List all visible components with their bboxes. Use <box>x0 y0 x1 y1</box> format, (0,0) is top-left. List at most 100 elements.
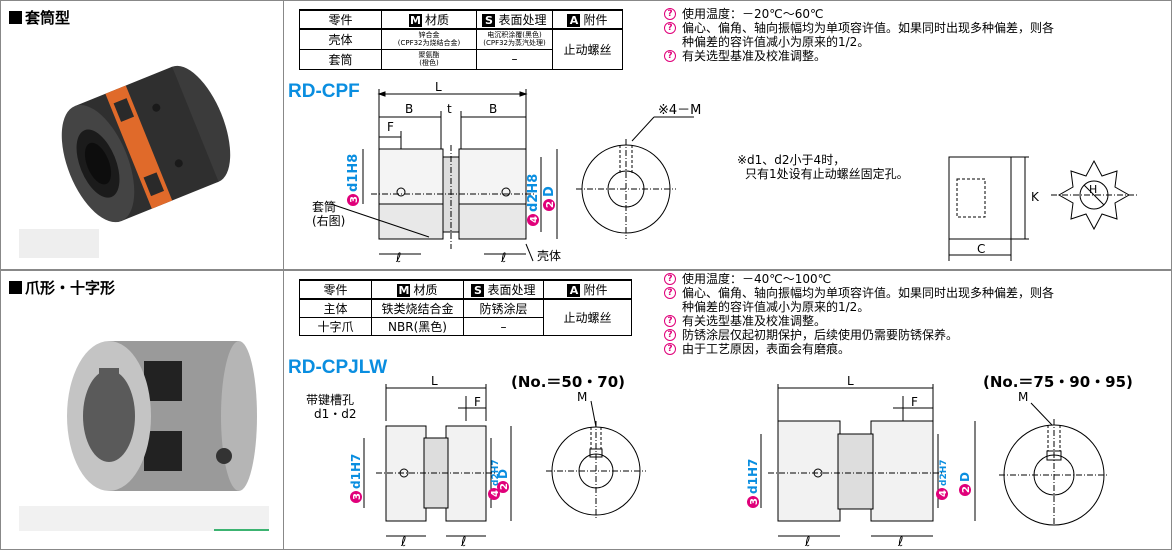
jaw-type-left-column: 爪形・十字形 <box>1 271 284 549</box>
size-range-2: (No.＝75・90・95) <box>983 373 1133 391</box>
dim-label-D: D <box>496 469 510 479</box>
note-item: ?使用温度：－40℃～100℃ <box>664 272 1169 286</box>
sleeve-side-view-diagram: L B t B F ℓ ℓ 3 d1H8 4 d2H8 2 D <box>330 80 558 266</box>
dim-label-L: L <box>435 80 442 94</box>
tip-icon: ? <box>664 343 676 355</box>
header-part: 零件 <box>299 279 372 300</box>
dim-label-M: M <box>577 390 587 404</box>
dim-label-F: F <box>474 395 481 409</box>
sleeve-type-left-column: 套筒型 <box>1 1 284 269</box>
dim-label-B: B <box>405 102 413 116</box>
note-item: ?防锈涂层仅起初期保护，后续使用仍需要防锈保养。 <box>664 328 1169 342</box>
cell-accessory: 止动螺丝 <box>552 28 623 70</box>
dim-label-L: L <box>847 374 854 388</box>
note-item: ?由于工艺原因，表面会有磨痕。 <box>664 342 1169 356</box>
dim-label-d1: d1H7 <box>746 459 760 494</box>
num-badge: 4 <box>490 490 501 497</box>
jaw-coupling-photo <box>19 306 269 531</box>
note-item: ?偏心、偏角、轴向振幅均为单项容许值。如果同时出现多种偏差，则各种偏差的容许值减… <box>664 286 1169 314</box>
cell-material: NBR(黑色) <box>371 317 464 336</box>
jaw-notes: ?使用温度：－40℃～100℃ ?偏心、偏角、轴向振幅均为单项容许值。如果同时出… <box>664 272 1169 356</box>
cell-material: 铁类烧结合金 <box>371 298 464 318</box>
dim-label-F: F <box>911 395 918 409</box>
note-item: ?有关选型基准及校准调整。 <box>664 49 1169 63</box>
size-range-1: (No.＝50・70) <box>511 373 626 391</box>
dim-label-D: D <box>542 186 557 197</box>
dim-label-M: M <box>1018 390 1028 404</box>
note-item: ?偏心、偏角、轴向振幅均为单项容许值。如果同时出现多种偏差，则各种偏差的容许值减… <box>664 21 1169 49</box>
square-bullet-icon <box>9 11 22 24</box>
dim-label-ell: ℓ <box>804 535 810 550</box>
cell-surface: – <box>476 48 553 70</box>
dim-label-H: H <box>1089 183 1097 196</box>
cell-part: 主体 <box>299 298 372 318</box>
dim-label-C: C <box>977 242 985 256</box>
footnote: ※d1、d2小于4时，只有1处设有止动螺丝固定孔。 <box>737 153 909 181</box>
tip-icon: ? <box>664 8 676 20</box>
cell-part: 壳体 <box>299 28 382 50</box>
dim-label-ell: ℓ <box>400 535 406 550</box>
dim-label-d2: d2H8 <box>526 174 541 212</box>
jaw-side-view-diagram-small: L F ℓ ℓ 3 d1H7 4 d2H7 2 D <box>349 374 512 550</box>
panel-title: 套筒型 <box>9 7 70 28</box>
dim-label-B: B <box>489 102 497 116</box>
note-item: ?使用温度：－20℃～60℃ <box>664 7 1169 21</box>
tip-icon: ? <box>664 273 676 285</box>
model-code: RD-CPF <box>288 81 360 102</box>
note-item: ?有关选型基准及校准调整。 <box>664 314 1169 328</box>
num-badge: 4 <box>938 490 949 497</box>
sleeve-front-view-diagram: ※4－M <box>576 103 701 239</box>
model-code: RD-CPJLW <box>288 357 388 378</box>
tip-icon: ? <box>664 287 676 299</box>
dim-label-ell: ℓ <box>897 535 903 550</box>
cell-accessory: 止动螺丝 <box>543 298 632 336</box>
num-badge: 2 <box>499 483 510 490</box>
dim-label-d2: d2H7 <box>491 460 501 487</box>
dim-label-L: L <box>431 374 438 388</box>
cell-part: 套筒 <box>299 48 382 70</box>
dim-label-D: D <box>958 472 972 482</box>
num-badge: 4 <box>529 216 540 223</box>
dim-label-F: F <box>387 120 394 134</box>
num-badge: 3 <box>749 498 760 505</box>
dim-label-ell: ℓ <box>395 251 401 266</box>
square-bullet-icon <box>9 281 22 294</box>
cell-material: 聚氨酯(橙色) <box>381 48 477 70</box>
num-badge: 3 <box>349 196 360 203</box>
dim-label-t: t <box>447 102 452 116</box>
sleeve-notes: ?使用温度：－20℃～60℃ ?偏心、偏角、轴向振幅均为单项容许值。如果同时出现… <box>664 7 1169 63</box>
dim-label-d1: d1H7 <box>349 454 363 489</box>
num-badge: 2 <box>961 486 972 493</box>
dim-label-d2: d2H7 <box>939 460 949 487</box>
cell-material: 锌合金(CPF32为烧结合金) <box>381 28 477 50</box>
cell-surface: – <box>463 317 544 336</box>
jaw-front-view-diagram-small: M <box>546 390 646 519</box>
dim-label-ell: ℓ <box>460 535 466 550</box>
cell-surface: 防锈涂层 <box>463 298 544 318</box>
num-badge: 3 <box>352 493 363 500</box>
num-badge: 2 <box>545 201 556 208</box>
dim-label-ell: ℓ <box>500 251 506 266</box>
tip-icon: ? <box>664 329 676 341</box>
sleeve-element-diagram: C K H <box>948 156 1137 261</box>
tip-icon: ? <box>664 22 676 34</box>
cell-part: 十字爪 <box>299 317 372 336</box>
panel-title: 爪形・十字形 <box>9 277 115 298</box>
body-label: 壳体 <box>537 249 562 263</box>
dim-label-M: ※4－M <box>658 103 701 118</box>
dim-label-d1: d1H8 <box>346 154 361 192</box>
cell-surface: 电沉积涂覆(黑色)(CPF32为蒸汽处理) <box>476 28 553 50</box>
dim-label-K: K <box>1031 190 1040 204</box>
tip-icon: ? <box>664 315 676 327</box>
jaw-front-view-diagram-large: M <box>999 390 1109 526</box>
